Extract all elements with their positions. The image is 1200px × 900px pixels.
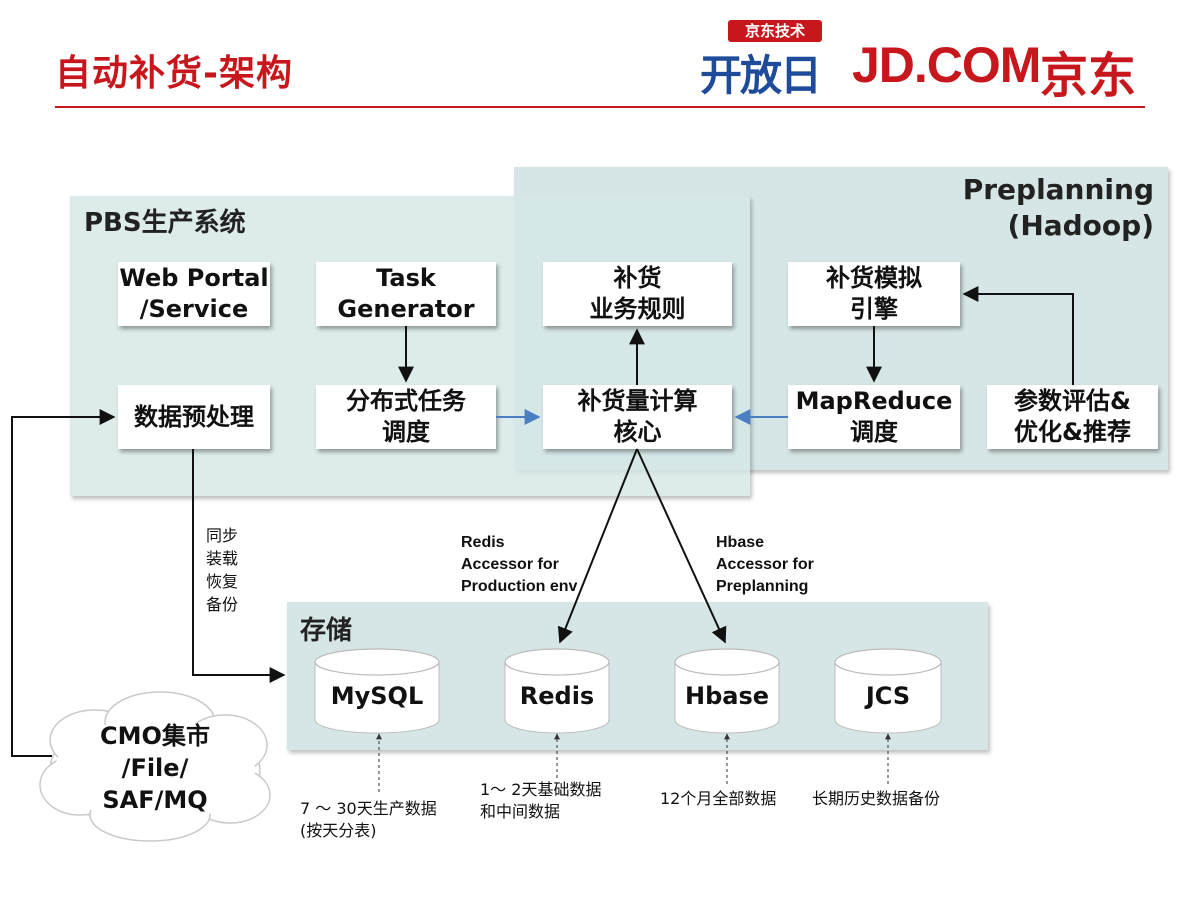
task-generator-box: Task Generator [316,262,496,326]
arrow-param-to-sim [962,286,1074,385]
simulation-engine-box: 补货模拟 引擎 [788,262,960,326]
mysql-label: MySQL [330,682,424,710]
open-day-logo-badge: 京东技术 [728,20,822,42]
open-day-logo: 开放日 [700,51,822,100]
redis-cylinder [504,648,610,734]
jd-logo-chinese: 京东 [1040,48,1137,104]
jd-logo: JD.COM [852,37,1041,93]
hbase-note: 12个月全部数据 [660,789,777,808]
sync-note: 同步 装载 恢复 备份 [206,526,239,614]
jcs-label: JCS [865,682,911,710]
hbase-label: Hbase [684,682,770,710]
arrow-preprocess-to-mysql [192,449,286,683]
distributed-scheduler-box: 分布式任务 调度 [316,385,496,449]
mysql-note: 7 ～ 30天生产数据 (按天分表) [300,799,437,840]
data-preprocess-box: 数据预处理 [118,385,270,449]
calculation-core-box: 补货量计算 核心 [543,385,732,449]
preplanning-title: Preplanning (Hadoop) [962,173,1154,242]
mapreduce-scheduler-box: MapReduce 调度 [788,385,960,449]
hbase-accessor-note: Hbase Accessor for Preplanning [716,534,814,595]
arrow-core-to-redis [557,448,638,644]
hbase-cylinder [674,648,780,734]
business-rules-box: 补货 业务规则 [543,262,732,326]
header-divider [55,106,1145,108]
redis-accessor-note: Redis Accessor for Production env [461,534,578,595]
redis-label: Redis [519,682,595,710]
mysql-cylinder [314,648,440,734]
pbs-title: PBS生产系统 [84,208,246,238]
parameter-evaluation-box: 参数评估& 优化&推荐 [987,385,1158,449]
storage-title: 存储 [300,616,353,646]
web-portal-box: Web Portal /Service [118,262,270,326]
jcs-note: 长期历史数据备份 [812,789,941,808]
redis-note: 1～ 2天基础数据 和中间数据 [480,780,602,821]
arrow-cloud-to-preprocess [11,409,116,757]
jcs-cylinder [834,648,942,734]
page-title: 自动补货-架构 [55,53,293,94]
arrow-core-to-hbase [636,448,727,644]
cmo-cloud-label: CMO集市 /File/ SAF/MQ [100,722,210,814]
